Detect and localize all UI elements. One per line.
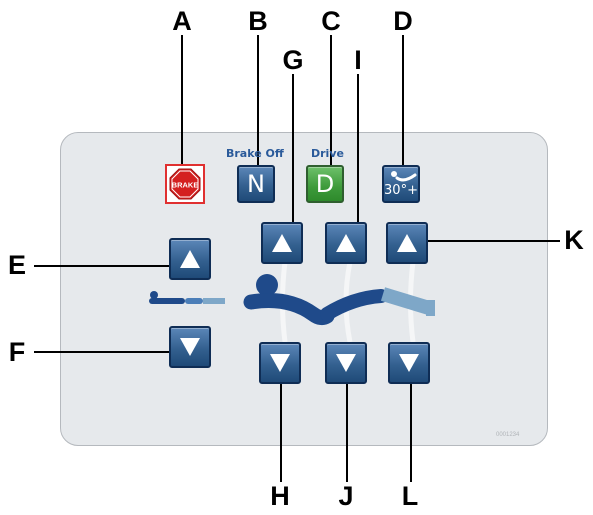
foot-section-down-button[interactable]: [388, 342, 430, 384]
brake-button[interactable]: BRAKE: [165, 164, 205, 204]
leader-line-a: [181, 35, 183, 165]
neutral-brake-off-button[interactable]: N: [237, 165, 275, 203]
callout-a: A: [172, 6, 192, 36]
callout-g: G: [282, 45, 304, 75]
callout-h: H: [270, 481, 290, 511]
watermark-code: 0001234: [496, 432, 520, 438]
triangle-up-icon: [272, 234, 292, 252]
knee-section-up-button[interactable]: [325, 222, 367, 264]
leader-line-l: [410, 382, 412, 482]
triangle-down-icon: [180, 338, 200, 356]
knee-section-down-button[interactable]: [325, 342, 367, 384]
callout-b: B: [248, 6, 268, 36]
callout-l: L: [401, 481, 419, 511]
stop-sign-icon: BRAKE: [169, 168, 201, 200]
triangle-up-icon: [336, 234, 356, 252]
leader-line-f: [34, 351, 169, 353]
drive-button[interactable]: D: [306, 165, 344, 203]
callout-d: D: [393, 6, 413, 36]
triangle-down-icon: [270, 354, 290, 372]
bed-height-down-button[interactable]: [169, 326, 211, 368]
foot-section-up-button[interactable]: [386, 222, 428, 264]
leader-line-i: [357, 74, 359, 222]
callout-j: J: [338, 481, 354, 511]
patient-positions-icon: [243, 274, 435, 326]
leader-line-h: [280, 382, 282, 482]
drive-label: Drive: [311, 147, 344, 160]
drive-button-label: D: [315, 170, 335, 198]
callout-e: E: [7, 250, 26, 280]
triangle-up-icon: [397, 234, 417, 252]
patient-flat-icon: [149, 291, 225, 304]
brake-off-label: Brake Off: [226, 147, 284, 160]
tilt-button-label: 30°+: [384, 183, 418, 198]
leader-line-b: [257, 35, 259, 165]
head-section-up-button[interactable]: [261, 222, 303, 264]
leader-line-c: [330, 35, 332, 165]
neutral-button-label: N: [247, 170, 265, 198]
callout-i: I: [354, 45, 362, 75]
leader-line-g: [292, 74, 294, 222]
head-section-down-button[interactable]: [259, 342, 301, 384]
callout-f: F: [8, 337, 26, 367]
triangle-down-icon: [336, 354, 356, 372]
bed-height-up-button[interactable]: [169, 238, 211, 280]
reclining-person-icon: [391, 171, 417, 182]
leader-line-e: [34, 265, 169, 267]
bed-control-panel: [60, 132, 548, 446]
leader-line-d: [402, 35, 404, 165]
leader-line-k: [425, 240, 560, 242]
leader-line-j: [346, 382, 348, 482]
callout-c: C: [321, 6, 341, 36]
tilt-30-button[interactable]: 30°+: [382, 165, 420, 203]
callout-k: K: [564, 225, 584, 255]
brake-icon-text: BRAKE: [172, 181, 199, 190]
triangle-up-icon: [180, 250, 200, 268]
triangle-down-icon: [399, 354, 419, 372]
